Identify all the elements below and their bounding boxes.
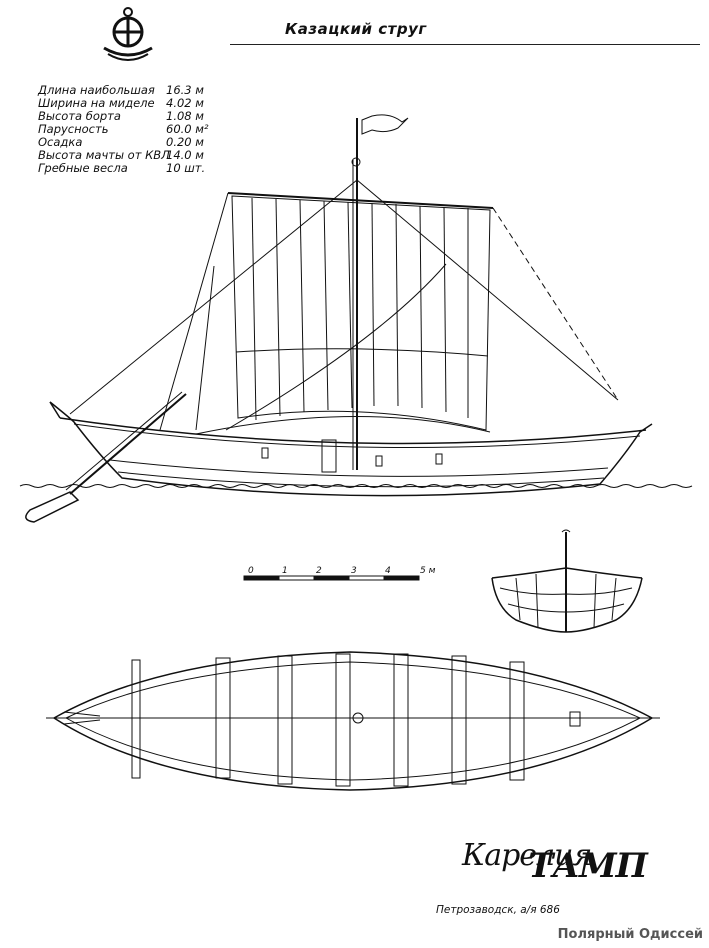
scale-bar xyxy=(243,575,420,581)
scale-bar-labels: 0 1 2 3 4 5 м xyxy=(240,566,440,580)
scale-tick-label: 5 м xyxy=(420,566,436,576)
scale-tick-label: 1 xyxy=(282,566,288,576)
mast xyxy=(351,118,361,470)
side-elevation-drawing xyxy=(19,114,693,523)
drawing-title: Казацкий струг xyxy=(285,20,427,38)
waterline xyxy=(19,484,693,488)
body-plan-section xyxy=(491,529,643,633)
scale-tick-label: 0 xyxy=(248,566,254,576)
mast-hole xyxy=(352,712,364,724)
brand-script: Карелия xyxy=(462,838,592,873)
thwarts xyxy=(131,653,525,787)
scale-tick-label: 3 xyxy=(351,566,357,576)
scale-tick-label: 2 xyxy=(316,566,322,576)
publisher-logo xyxy=(103,7,153,61)
yard xyxy=(227,192,494,209)
plan-view-drawing xyxy=(46,651,660,791)
scale-tick-label: 4 xyxy=(385,566,391,576)
steering-oar xyxy=(25,391,187,523)
mast-step xyxy=(321,439,337,473)
publisher-address: Петрозаводск, а/я 686 xyxy=(436,904,560,916)
rigging-lines xyxy=(69,179,619,431)
watermark: Полярный Одиссей xyxy=(557,927,703,942)
square-sail xyxy=(231,195,491,431)
brand-mark: ТАМП xyxy=(528,846,648,886)
title-underline xyxy=(230,44,700,45)
pennant-flag xyxy=(361,114,409,135)
hull-profile xyxy=(49,401,653,497)
